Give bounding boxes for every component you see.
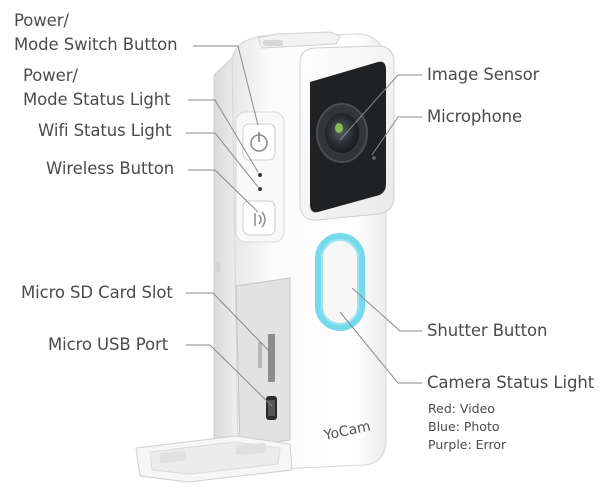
leader-power-status: [188, 99, 259, 173]
top-slot: [263, 40, 283, 46]
lens-highlight: [335, 123, 343, 133]
label-power-mode-switch-line1: Power/: [14, 11, 69, 30]
leader-lines: [186, 45, 422, 407]
wireless-button[interactable]: [242, 200, 276, 236]
label-image-sensor: Image Sensor: [427, 65, 540, 84]
port-cavity: [235, 277, 291, 447]
door-tab-right: [235, 443, 267, 455]
leader-wifi-status: [186, 132, 259, 188]
label-wifi-status-light: Wifi Status Light: [38, 121, 172, 140]
label-power-mode-status: Power/ Mode Status Light: [23, 66, 171, 110]
label-microphone: Microphone: [427, 107, 523, 126]
leader-usb: [186, 344, 273, 407]
side-latch: [214, 262, 220, 272]
legend-purple-error: Purple: Error: [428, 437, 507, 452]
leader-microsd: [186, 292, 271, 353]
door-tab-left: [159, 450, 187, 464]
leader-wireless: [188, 169, 259, 213]
power-mode-status-light: [258, 173, 262, 177]
shutter-button[interactable]: [321, 239, 359, 325]
microsd-card-slot: [268, 334, 275, 382]
legend-red-video: Red: Video: [428, 401, 495, 416]
leader-image-sensor: [339, 74, 422, 141]
label-power-mode-switch: Power/ Mode Switch Button: [14, 11, 178, 55]
leader-shutter: [351, 287, 422, 332]
label-power-mode-status-line2: Mode Status Light: [23, 90, 171, 109]
leader-microphone: [371, 116, 422, 156]
label-power-mode-status-line1: Power/: [23, 66, 78, 85]
legend-blue-photo: Blue: Photo: [428, 419, 500, 434]
label-camera-status-light: Camera Status Light: [427, 373, 595, 392]
leader-camera-status: [339, 311, 422, 384]
microphone-hole: [372, 156, 376, 160]
label-wireless-button: Wireless Button: [46, 159, 175, 178]
lens: [325, 113, 359, 153]
leader-power-switch: [193, 45, 259, 126]
label-micro-usb-port: Micro USB Port: [48, 335, 169, 354]
wifi-status-light: [258, 187, 262, 191]
label-power-mode-switch-line2: Mode Switch Button: [14, 35, 178, 54]
label-microsd-card-slot: Micro SD Card Slot: [21, 283, 173, 302]
wireless-icon: [254, 211, 266, 228]
microsd-label: [258, 342, 262, 368]
shutter-glow: [315, 233, 365, 331]
label-shutter-button: Shutter Button: [427, 321, 548, 340]
